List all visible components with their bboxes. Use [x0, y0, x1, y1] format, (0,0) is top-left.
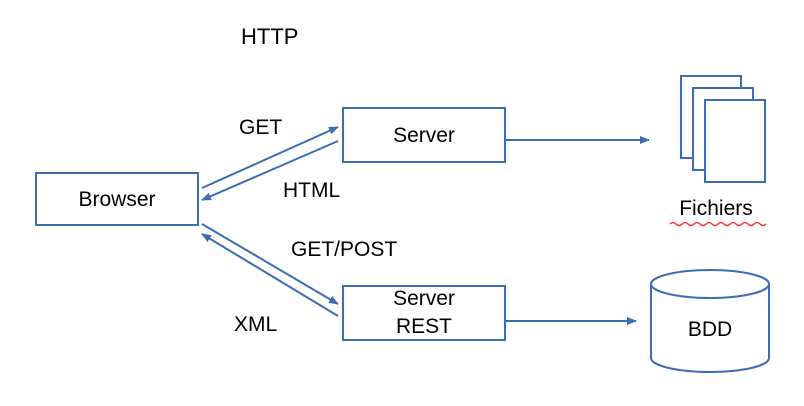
- get-post-label: GET/POST: [291, 238, 397, 261]
- html-label: HTML: [283, 179, 340, 202]
- server-rest-label-line1: Server: [393, 287, 455, 310]
- server-box: [342, 107, 506, 163]
- database-cylinder-icon: [650, 269, 770, 373]
- html-response-arrow: [201, 140, 339, 201]
- server-node: Server: [342, 107, 506, 163]
- server-rest-box: [342, 285, 506, 341]
- browser-node: Browser: [35, 172, 199, 226]
- xml-label: XML: [234, 313, 277, 336]
- browser-label: Browser: [78, 188, 155, 211]
- database-label: BDD: [688, 318, 732, 341]
- browser-box: [35, 172, 199, 226]
- diagram-title: HTTP: [241, 24, 298, 49]
- files-stack-icon: [680, 75, 766, 183]
- get-label: GET: [239, 116, 282, 139]
- server-label: Server: [393, 124, 455, 147]
- files-label: Fichiers: [679, 197, 753, 220]
- get-request-arrow: [201, 126, 339, 189]
- server-rest-node: Server REST: [342, 285, 506, 341]
- get-post-request-arrow: [201, 223, 339, 305]
- spellcheck-underline: [669, 221, 767, 227]
- server-rest-label-line2: REST: [396, 315, 452, 338]
- xml-response-arrow: [201, 233, 339, 317]
